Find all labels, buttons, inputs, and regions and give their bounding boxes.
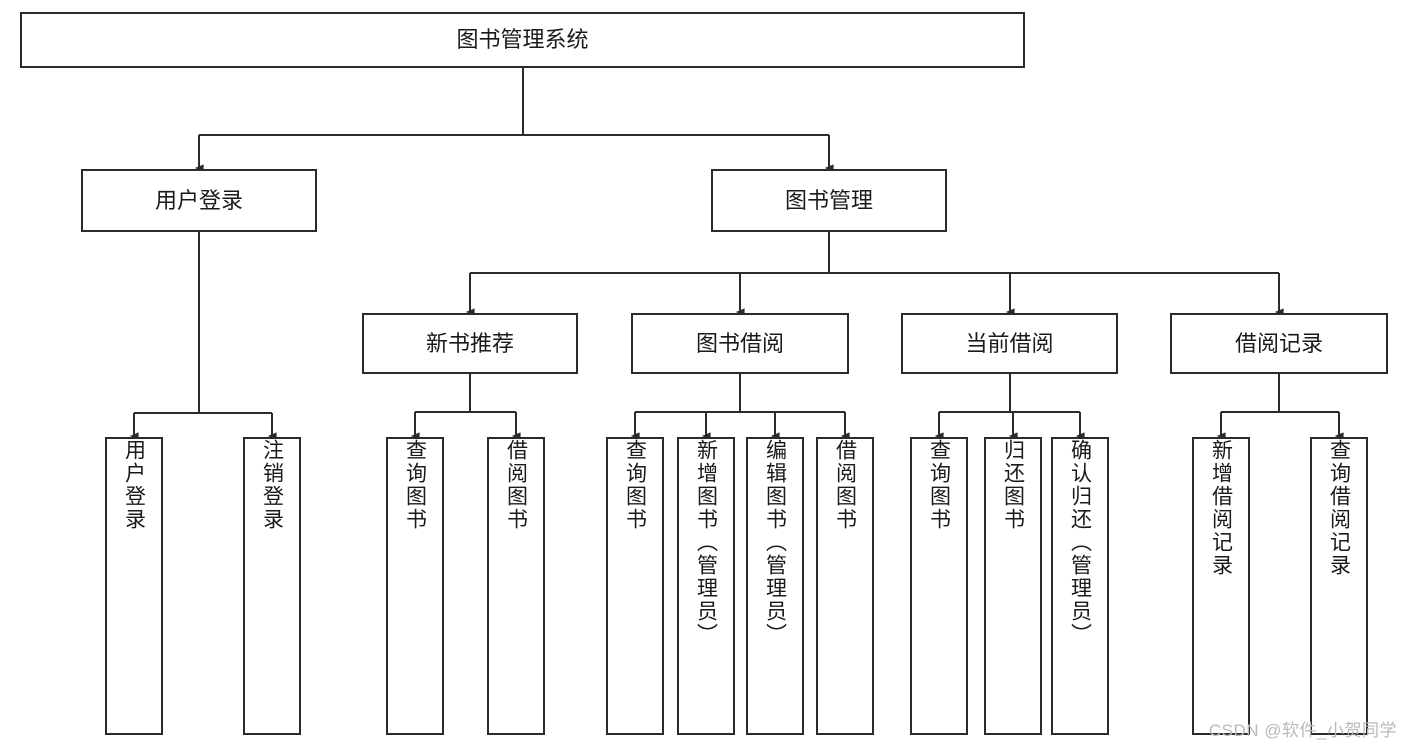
node-leaf-cb-confirm[interactable]: 确认归还（管理员） — [1051, 437, 1109, 735]
node-leaf-bb-query[interactable]: 查询图书 — [606, 437, 664, 735]
node-label: 查询图书 — [623, 439, 647, 531]
node-label: 借阅图书 — [504, 439, 528, 531]
node-label: 新增借阅记录 — [1209, 439, 1233, 577]
node-borrow-record[interactable]: 借阅记录 — [1170, 313, 1388, 374]
node-leaf-rec-query[interactable]: 查询图书 — [386, 437, 444, 735]
node-book-borrow[interactable]: 图书借阅 — [631, 313, 849, 374]
node-label: 借阅记录 — [1234, 330, 1323, 356]
node-label: 用户登录 — [122, 439, 146, 531]
connector-lines — [129, 68, 1344, 440]
node-leaf-br-query[interactable]: 查询借阅记录 — [1310, 437, 1368, 735]
node-leaf-logout[interactable]: 注销登录 — [243, 437, 301, 735]
node-label: 新书推荐 — [425, 330, 514, 356]
node-label: 查询借阅记录 — [1327, 439, 1351, 577]
node-leaf-user-login[interactable]: 用户登录 — [105, 437, 163, 735]
node-leaf-rec-borrow[interactable]: 借阅图书 — [487, 437, 545, 735]
node-label: 归还图书 — [1001, 439, 1025, 531]
node-label: 注销登录 — [260, 439, 284, 531]
node-leaf-br-add[interactable]: 新增借阅记录 — [1192, 437, 1250, 735]
node-label: 借阅图书 — [833, 439, 857, 531]
node-current-borrow[interactable]: 当前借阅 — [901, 313, 1118, 374]
node-label: 查询图书 — [403, 439, 427, 531]
node-leaf-cb-return[interactable]: 归还图书 — [984, 437, 1042, 735]
node-label: 当前借阅 — [965, 330, 1054, 356]
node-label: 图书管理系统 — [456, 27, 589, 53]
node-book-manage[interactable]: 图书管理 — [711, 169, 947, 232]
node-leaf-bb-edit[interactable]: 编辑图书（管理员） — [746, 437, 804, 735]
node-new-book-rec[interactable]: 新书推荐 — [362, 313, 578, 374]
node-label: 查询图书 — [927, 439, 951, 531]
watermark-text: CSDN @软件_小贺同学 — [1208, 721, 1397, 740]
node-label: 图书管理 — [784, 187, 873, 213]
node-label: 新增图书（管理员） — [694, 439, 718, 646]
node-user-login[interactable]: 用户登录 — [81, 169, 317, 232]
node-leaf-bb-borrow[interactable]: 借阅图书 — [816, 437, 874, 735]
node-label: 用户登录 — [154, 187, 243, 213]
node-root[interactable]: 图书管理系统 — [20, 12, 1025, 68]
node-label: 图书借阅 — [695, 330, 784, 356]
node-leaf-bb-add[interactable]: 新增图书（管理员） — [677, 437, 735, 735]
node-label: 确认归还（管理员） — [1068, 439, 1092, 646]
node-leaf-cb-query[interactable]: 查询图书 — [910, 437, 968, 735]
node-label: 编辑图书（管理员） — [763, 439, 787, 646]
